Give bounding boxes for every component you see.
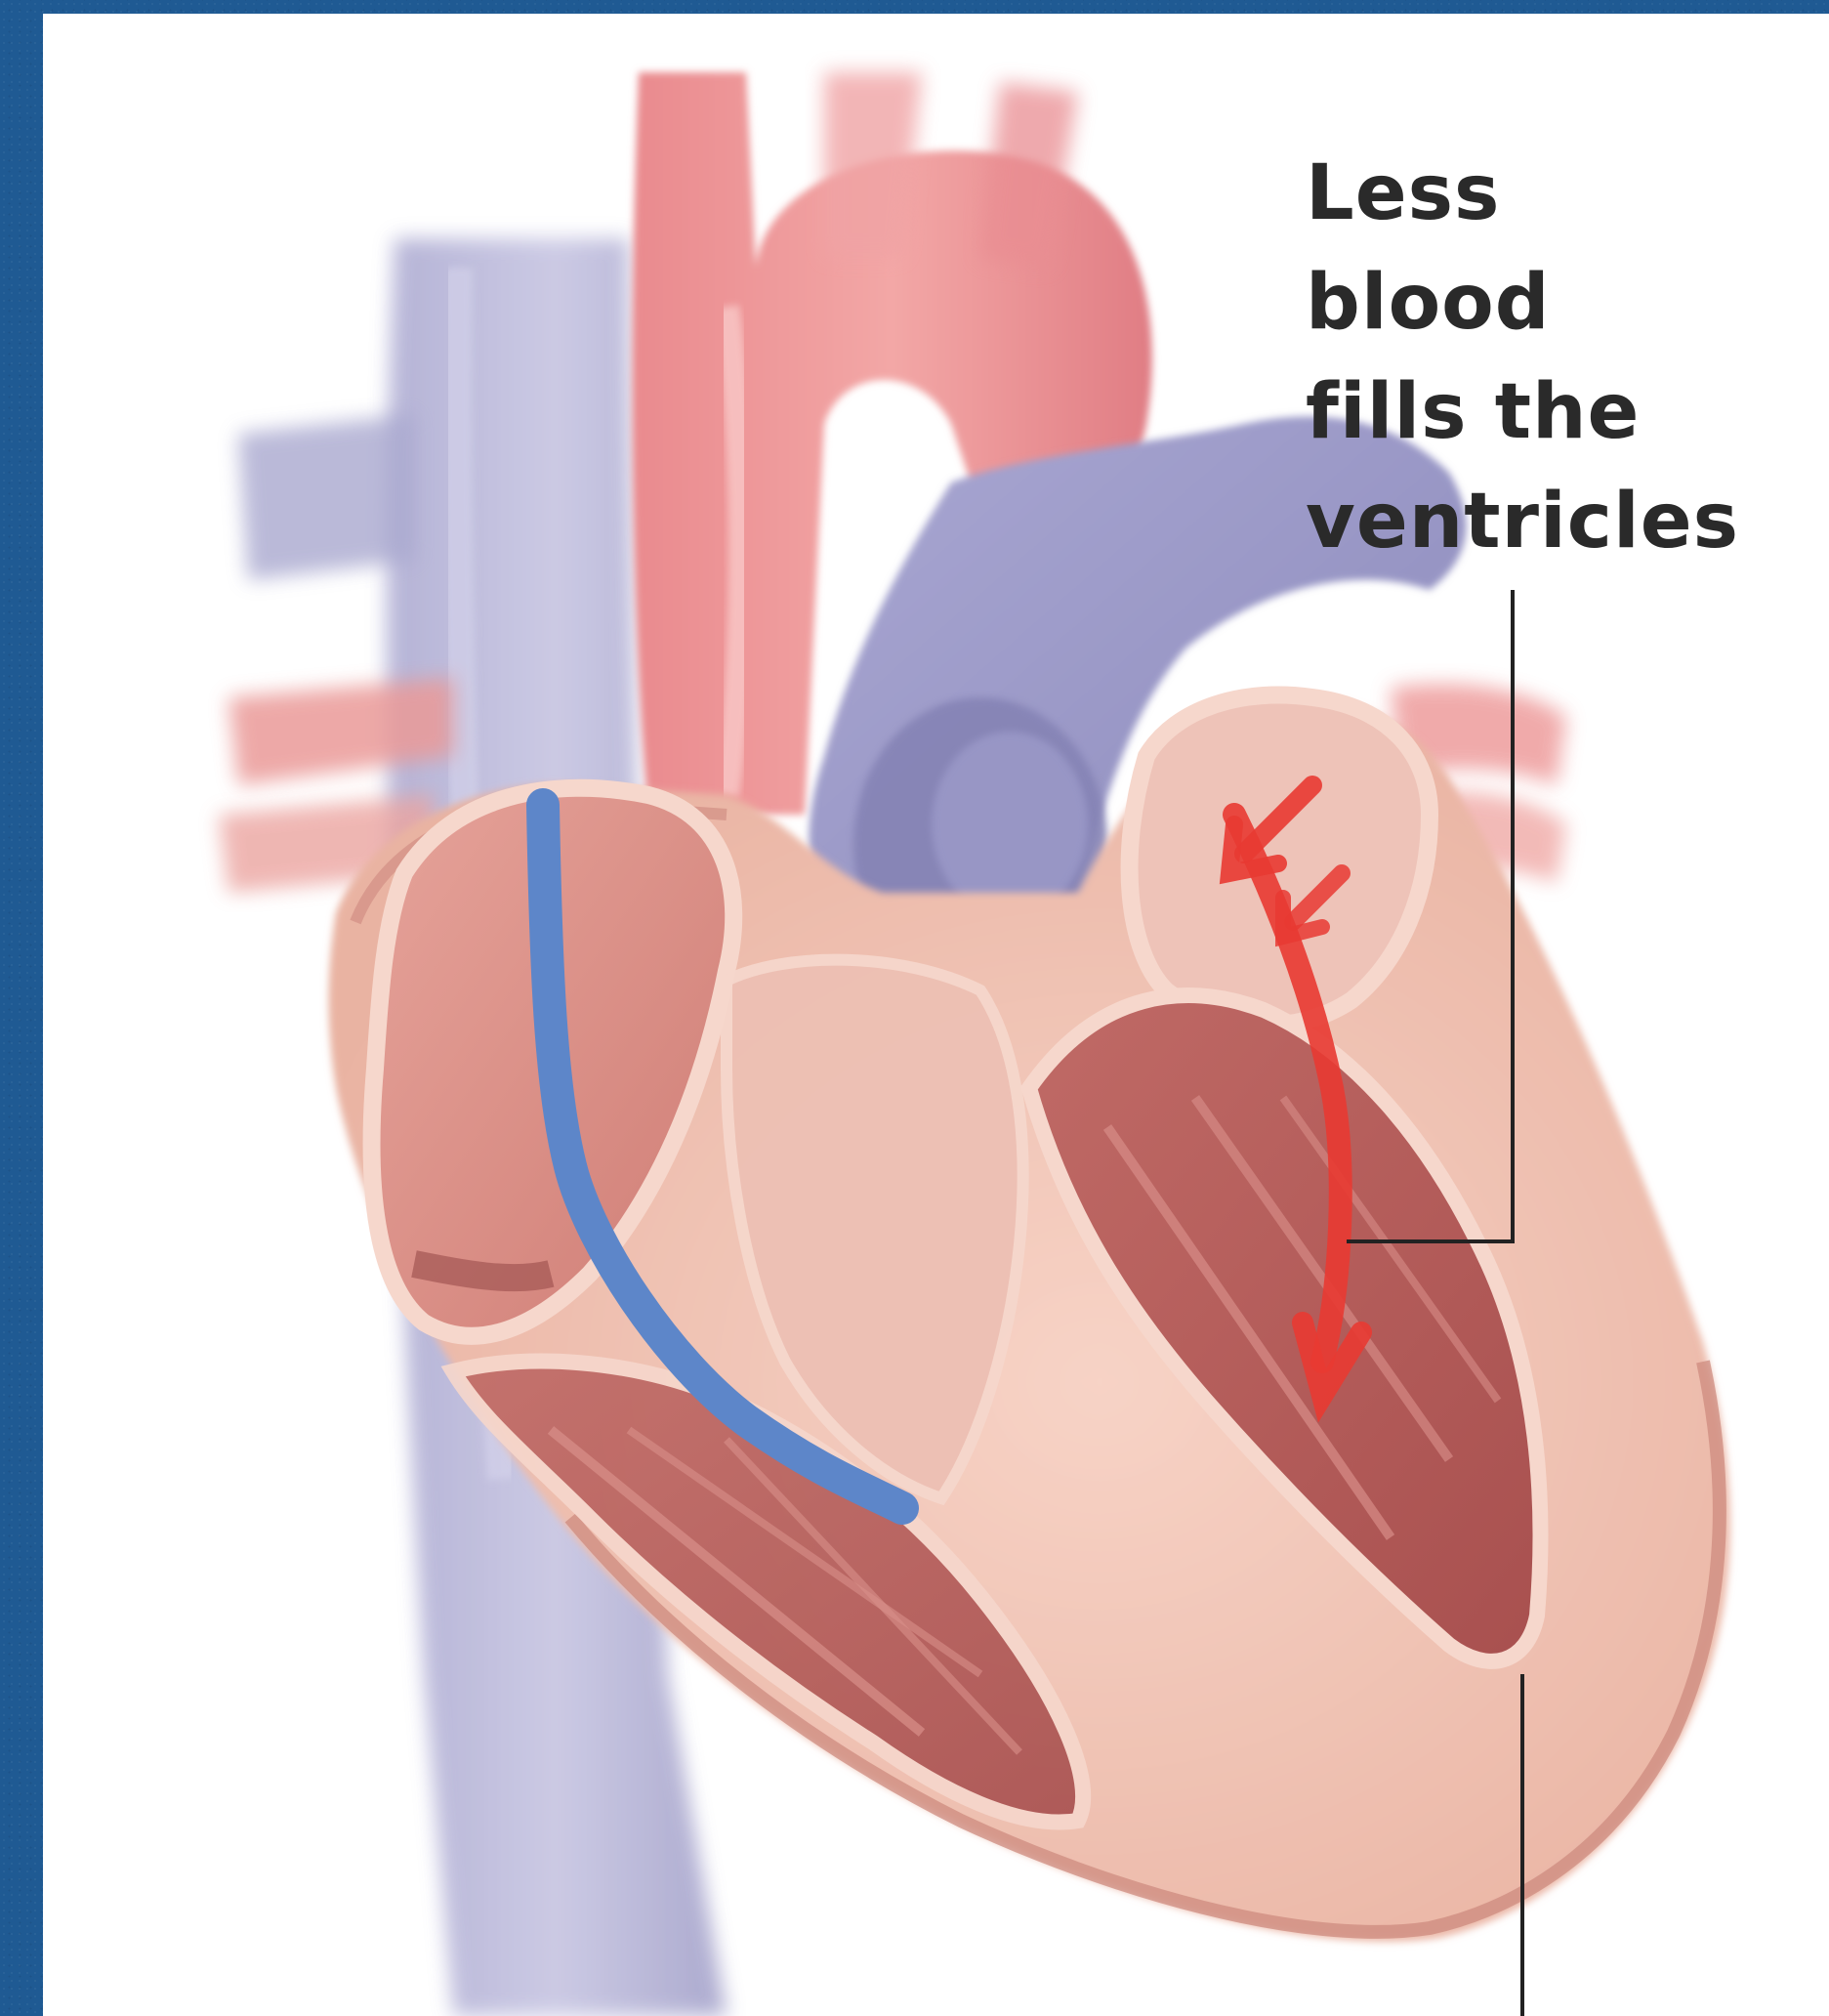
callout-line-1: Less — [1306, 139, 1813, 248]
callout-line-2: blood — [1306, 248, 1813, 357]
diagram-panel: Less blood fills the ventricles — [43, 14, 1829, 2016]
callout-line-3: fills the — [1306, 357, 1813, 467]
callout-label: Less blood fills the ventricles — [1306, 139, 1813, 576]
callout-line-4: ventricles — [1306, 467, 1813, 576]
